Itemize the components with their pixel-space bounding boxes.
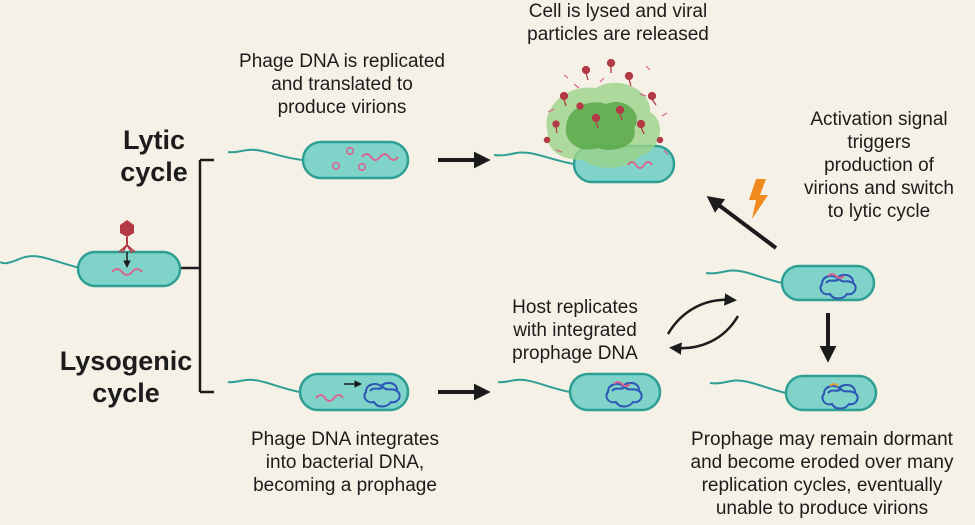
caption-line: Activation signal bbox=[810, 109, 948, 130]
caption-line: prophage DNA bbox=[512, 343, 638, 364]
caption-line: production of bbox=[824, 155, 934, 176]
integrating-bacterium bbox=[227, 372, 410, 412]
debris bbox=[547, 65, 669, 156]
flagellum-icon bbox=[705, 269, 783, 284]
caption-line: Phage DNA is replicated bbox=[239, 51, 445, 72]
caption-line: to lytic cycle bbox=[827, 201, 931, 222]
flagellum-icon bbox=[493, 151, 575, 165]
lysed-bacterium bbox=[493, 58, 676, 184]
phage-dna-icon bbox=[361, 153, 399, 161]
caption-line: replication cycles, eventually bbox=[701, 475, 943, 496]
heading-line: Lytic bbox=[122, 125, 185, 155]
bacterium-icon bbox=[780, 264, 876, 302]
host-replicating-bacterium bbox=[497, 372, 662, 412]
caption-line: with integrated bbox=[513, 320, 637, 341]
caption-cell-lysed: Cell is lysed and viral particles are re… bbox=[498, 0, 738, 46]
caption-prophage-dormant: Prophage may remain dormant and become e… bbox=[672, 428, 972, 520]
bacterium-icon bbox=[298, 372, 410, 412]
bacterial-dna-icon bbox=[363, 381, 401, 408]
lytic-replicating-bacterium bbox=[227, 140, 410, 180]
bacterium-icon bbox=[76, 250, 182, 288]
bacterium-icon bbox=[784, 374, 878, 412]
lytic-cycle-heading: Lytic cycle bbox=[94, 124, 214, 188]
heading-line: cycle bbox=[92, 378, 160, 408]
caption-activation-signal: Activation signal triggers production of… bbox=[786, 108, 972, 223]
heading-line: Lysogenic bbox=[59, 346, 193, 376]
phage-dna-icon bbox=[627, 161, 653, 169]
flagellum-icon bbox=[227, 378, 301, 393]
caption-line: Phage DNA integrates bbox=[250, 429, 439, 450]
caption-host-replicates: Host replicates with integrated prophage… bbox=[490, 296, 660, 365]
caption-line: Host replicates bbox=[512, 297, 638, 318]
caption-line: produce virions bbox=[277, 97, 407, 118]
phage-dna-icon bbox=[111, 268, 143, 276]
arrow-icon bbox=[706, 195, 778, 250]
heading-line: cycle bbox=[120, 157, 188, 187]
cycle-arrows-icon bbox=[666, 293, 740, 355]
caption-line: virions and switch bbox=[804, 178, 954, 199]
lightning-bolt-icon bbox=[749, 179, 768, 219]
caption-phage-integrates: Phage DNA integrates into bacterial DNA,… bbox=[230, 428, 460, 497]
caption-phage-replicated: Phage DNA is replicated and translated t… bbox=[222, 50, 462, 119]
prophage-bacterium bbox=[705, 264, 876, 302]
caption-line: and translated to bbox=[271, 74, 413, 95]
bacterial-dna-icon bbox=[819, 273, 857, 300]
released-virions bbox=[543, 58, 664, 144]
flagellum-icon bbox=[709, 379, 787, 394]
flagellum-icon bbox=[0, 255, 81, 269]
phage-dna-icon bbox=[315, 394, 344, 402]
flagellum-icon bbox=[497, 378, 571, 393]
caption-line: into bacterial DNA, bbox=[265, 452, 425, 473]
bacterial-dna-icon bbox=[605, 381, 643, 408]
caption-line: unable to produce virions bbox=[715, 498, 929, 519]
bacterium-icon bbox=[568, 372, 662, 412]
caption-line: particles are released bbox=[527, 24, 709, 45]
infected-bacterium bbox=[0, 220, 182, 288]
caption-line: Cell is lysed and viral bbox=[528, 1, 708, 22]
bacterium-icon bbox=[301, 140, 410, 180]
lysogenic-cycle-heading: Lysogenic cycle bbox=[50, 345, 202, 409]
caption-line: Prophage may remain dormant bbox=[691, 429, 953, 450]
caption-line: triggers bbox=[847, 132, 911, 153]
bacteriophage-icon bbox=[118, 220, 136, 254]
bacterial-dna-icon bbox=[821, 383, 859, 410]
flagellum-icon bbox=[227, 148, 304, 161]
branch-bracket bbox=[180, 158, 214, 394]
dormant-bacterium bbox=[709, 374, 878, 412]
caption-line: becoming a prophage bbox=[253, 475, 437, 496]
caption-line: and become eroded over many bbox=[690, 452, 954, 473]
